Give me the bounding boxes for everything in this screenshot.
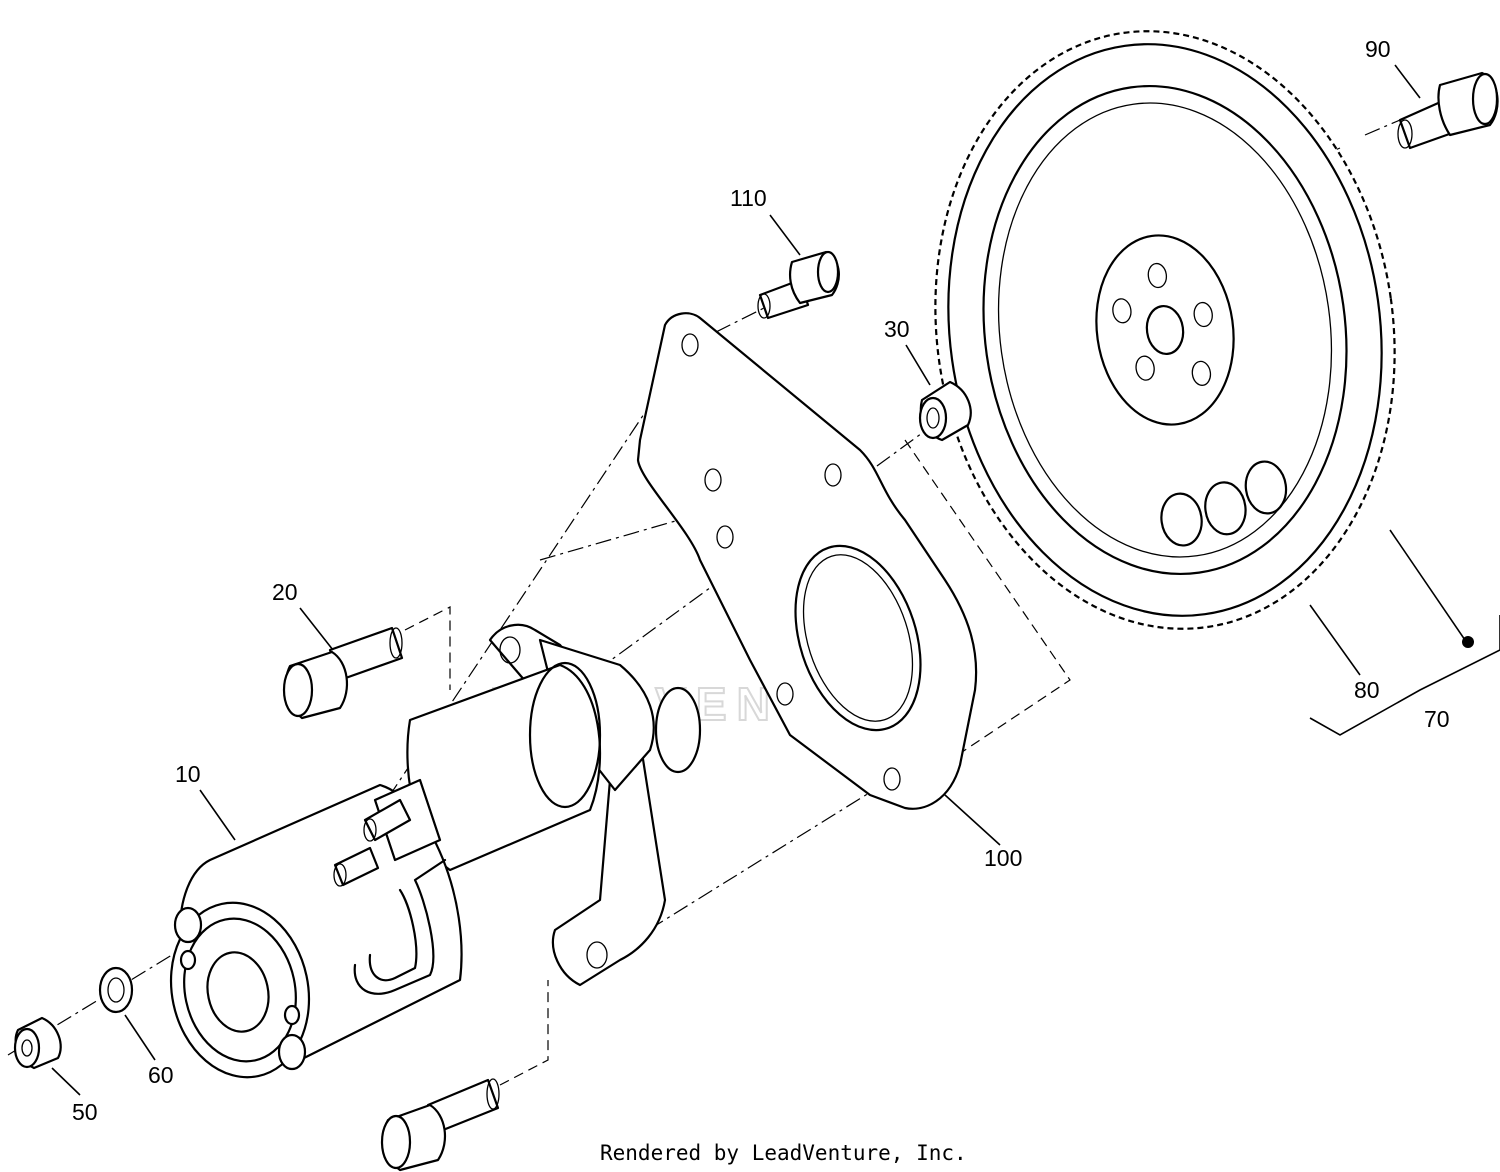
callout-90: 90 bbox=[1365, 36, 1391, 62]
callout-110: 110 bbox=[730, 185, 767, 211]
starter-solenoid bbox=[406, 663, 602, 872]
nut-50 bbox=[13, 1016, 62, 1070]
flywheel bbox=[934, 30, 1396, 630]
callouts: 10 20 30 50 60 70 80 90 100 110 bbox=[72, 36, 1450, 1125]
spacer-30 bbox=[918, 380, 972, 442]
callout-70-dot bbox=[1462, 636, 1474, 648]
bolt-90 bbox=[1397, 71, 1499, 150]
starter-motor bbox=[169, 623, 702, 1079]
callout-30: 30 bbox=[884, 316, 910, 342]
callout-20: 20 bbox=[272, 579, 298, 605]
callout-100: 100 bbox=[984, 845, 1022, 871]
starter-mounting-bracket bbox=[488, 623, 667, 987]
bolt-110 bbox=[757, 250, 840, 320]
lock-washer-60 bbox=[98, 966, 134, 1014]
callout-70: 70 bbox=[1424, 706, 1450, 732]
footer-credit: Rendered by LeadVenture, Inc. bbox=[600, 1141, 967, 1165]
flywheel-balance-hole bbox=[1204, 481, 1247, 536]
flywheel-balance-hole bbox=[1160, 492, 1203, 547]
callout-80: 80 bbox=[1354, 677, 1380, 703]
flywheel-outer-edge bbox=[947, 43, 1383, 617]
callout-10: 10 bbox=[175, 761, 201, 787]
callout-50: 50 bbox=[72, 1099, 98, 1125]
bolt-20 bbox=[282, 626, 404, 720]
flywheel-balance-hole bbox=[1244, 460, 1288, 515]
starter-cable bbox=[353, 858, 447, 995]
adapter-plate bbox=[636, 312, 978, 810]
flywheel-face bbox=[982, 84, 1348, 576]
leader-lines bbox=[51, 64, 1500, 1096]
flywheel-ring-gear bbox=[934, 30, 1396, 630]
callout-60: 60 bbox=[148, 1062, 174, 1088]
flywheel-center-bore bbox=[1145, 305, 1185, 355]
adapter-plate-opening bbox=[794, 544, 922, 732]
bolt-lower bbox=[380, 1078, 500, 1172]
